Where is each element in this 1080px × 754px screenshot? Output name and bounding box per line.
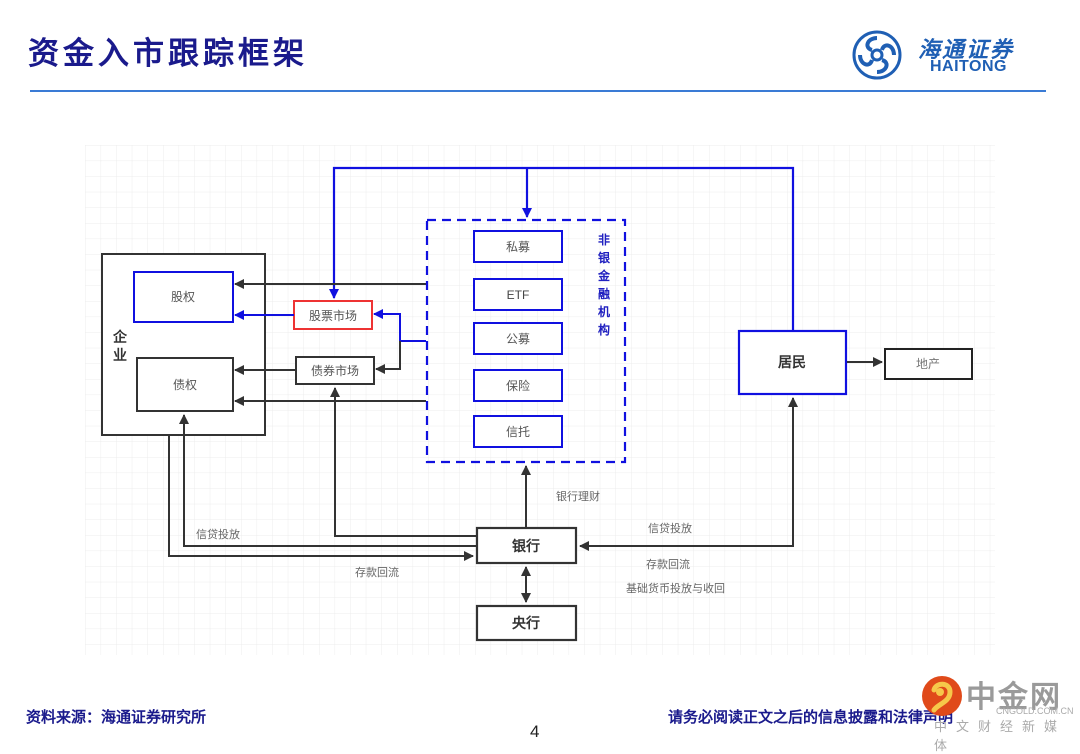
node-stock-market: [293, 300, 373, 330]
node-central-bank: [475, 604, 578, 642]
watermark-url: CNGOLD.COM.CN: [996, 706, 1074, 716]
cngold-logo-icon: [922, 676, 962, 716]
label-credit-left: 信贷投放: [196, 527, 240, 541]
label-public-fund: 公募: [506, 332, 530, 346]
label-enterprise-1: 企: [112, 329, 128, 346]
label-etf: ETF: [507, 288, 530, 302]
footer-source: 资料来源：海通证券研究所: [26, 708, 207, 726]
edge-bank-credit-to-residents: [579, 397, 798, 551]
label-nonbank-vertical: 非 银 金 融 机 构: [597, 232, 611, 337]
page-title: 资金入市跟踪框架: [28, 36, 308, 72]
header-divider: [30, 90, 1046, 92]
svg-text:机: 机: [598, 304, 610, 319]
label-bank: 银行: [512, 538, 540, 555]
node-nonbank-institutions: [425, 218, 627, 464]
svg-text:构: 构: [598, 322, 610, 337]
logo-english-name: HAITONG: [930, 58, 1007, 75]
watermark: 中金网 CNGOLD.COM.CN 中文财经新媒体: [920, 672, 1080, 754]
label-credit-right: 信贷投放: [648, 521, 692, 535]
svg-text:融: 融: [598, 286, 610, 301]
watermark-subtitle: 中文财经新媒体: [934, 720, 1067, 754]
svg-text:金: 金: [597, 268, 611, 283]
label-insurance: 保险: [506, 378, 530, 393]
node-debt: [136, 357, 234, 412]
footer-disclaimer: 请务必阅读正文之后的信息披露和法律声明: [668, 708, 954, 726]
svg-text:非: 非: [598, 232, 610, 247]
label-stock-market: 股票市场: [309, 308, 357, 323]
node-bond-market: [295, 356, 375, 385]
edge-nonbank-to-bond: [375, 341, 401, 374]
logo-chinese-name: 海通证券: [918, 37, 1015, 63]
label-central-bank: 央行: [512, 615, 540, 632]
label-deposit-return-left: 存款回流: [355, 565, 399, 579]
svg-text:银: 银: [598, 250, 611, 265]
label-base-money: 基础货币投放与收回: [626, 581, 725, 595]
edge-bank-credit-to-debt: [179, 414, 477, 547]
watermark-name: 中金网: [966, 680, 1062, 715]
node-private-fund: [473, 230, 563, 263]
label-private-fund: 私募: [506, 240, 530, 254]
edge-residents-loop: [329, 166, 795, 330]
node-equity: [133, 271, 234, 323]
label-bank-wealth-mgmt: 银行理财: [556, 489, 600, 503]
page-number: 4: [530, 722, 540, 741]
label-bond-market: 债券市场: [311, 363, 359, 378]
node-public-fund: [473, 322, 563, 355]
label-enterprise-2: 业: [113, 348, 127, 364]
edge-enterprise-deposit-to-bank: [168, 435, 474, 561]
edge-nonbank-to-stock: [373, 309, 426, 342]
label-real-estate: 地产: [916, 357, 940, 371]
node-insurance: [473, 369, 563, 402]
node-residents: [737, 329, 848, 396]
label-deposit-return-right: 存款回流: [646, 557, 690, 571]
label-residents: 居民: [778, 355, 806, 371]
label-equity: 股权: [171, 290, 195, 304]
edge-bank-to-bond: [330, 387, 477, 537]
node-etf: [473, 278, 563, 311]
haitong-logo: 海通证券 HAITONG: [852, 30, 1042, 80]
node-trust: [473, 415, 563, 448]
node-real-estate: [884, 348, 973, 380]
label-debt: 债权: [173, 378, 197, 392]
label-trust: 信托: [506, 425, 530, 439]
haitong-emblem-icon: [852, 30, 902, 80]
